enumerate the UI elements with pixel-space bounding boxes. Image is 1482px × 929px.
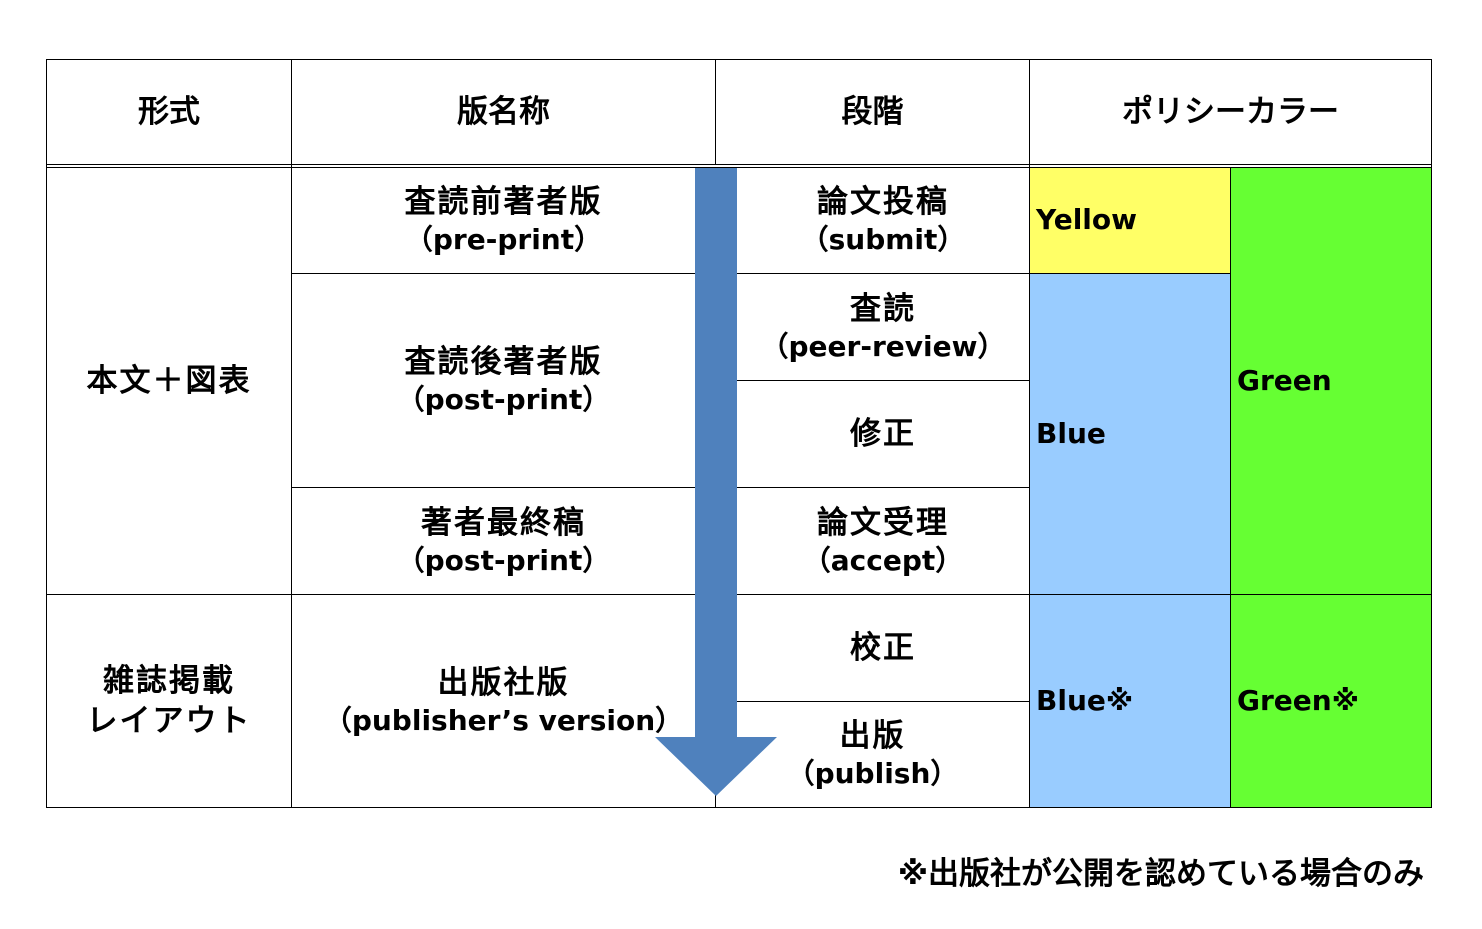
row-line-stage-4 <box>737 701 1030 702</box>
stage-revision-jp: 修正 <box>850 415 916 452</box>
col-line-3 <box>1029 59 1030 808</box>
row-line-yellow-blue <box>1030 273 1230 274</box>
row-line-stage-1 <box>737 273 1030 274</box>
header-divider-2 <box>46 167 1432 168</box>
stage-accept: 論文受理 （accept） <box>737 488 1029 594</box>
row-line-version-2 <box>291 487 695 488</box>
policy-blue-note-label: Blue※ <box>1036 683 1134 717</box>
stage-submit: 論文投稿 （submit） <box>737 168 1029 273</box>
format-journal-layout: 雑誌掲載 レイアウト <box>47 595 291 807</box>
green-note-cell <box>1230 595 1431 808</box>
format-journal-layout-label: 雑誌掲載 レイアウト <box>86 662 252 739</box>
blue-cell <box>1030 274 1230 595</box>
stage-submit-en: （submit） <box>800 223 966 257</box>
version-pre-print-en: （pre-print） <box>404 223 603 257</box>
format-text-figures: 本文＋図表 <box>86 362 252 399</box>
version-author-final-en: （post-print） <box>396 543 611 577</box>
policy-blue-label: Blue <box>1036 416 1106 450</box>
header-policy-color: ポリシーカラー <box>1122 93 1339 130</box>
header-format: 形式 <box>138 93 200 130</box>
header-version-name: 版名称 <box>457 93 550 130</box>
version-post-print-reviewed-jp: 査読後著者版 <box>404 344 603 381</box>
stage-publish-jp: 出版 <box>839 718 906 755</box>
stage-revision: 修正 <box>737 381 1029 487</box>
row-line-version-1 <box>291 273 695 274</box>
stage-submit-jp: 論文投稿 <box>817 184 949 221</box>
version-author-final: 著者最終稿 （post-print） <box>292 488 715 594</box>
blue-note-cell <box>1030 595 1230 808</box>
col-line-2b <box>715 790 716 808</box>
col-line-1 <box>291 59 292 808</box>
progress-arrow-shape <box>655 168 777 796</box>
stage-proofreading-jp: 校正 <box>850 629 916 666</box>
version-post-print-reviewed-en: （post-print） <box>396 383 611 417</box>
version-publisher: 出版社版 （publisher’s version） <box>292 595 715 807</box>
policy-yellow-label: Yellow <box>1036 203 1137 237</box>
stage-peer-review-jp: 査読 <box>850 290 916 327</box>
stage-accept-en: （accept） <box>802 543 964 577</box>
version-post-print-reviewed: 査読後著者版 （post-print） <box>292 274 715 487</box>
row-line-format <box>46 594 1431 595</box>
policy-green-note-label: Green※ <box>1237 683 1359 717</box>
row-line-stage-3 <box>737 487 1030 488</box>
green-cell <box>1230 167 1431 595</box>
version-publisher-en: （publisher’s version） <box>323 703 684 737</box>
version-publisher-jp: 出版社版 <box>437 664 570 701</box>
col-line-2 <box>715 59 716 165</box>
stage-peer-review-en: （peer-review） <box>760 329 1006 363</box>
header-divider-1 <box>46 164 1432 165</box>
stage-publish-en: （publish） <box>786 757 959 791</box>
col-line-4 <box>1230 167 1231 808</box>
footnote: ※出版社が公開を認めている場合のみ <box>897 856 1424 892</box>
policy-green-label: Green <box>1237 363 1332 397</box>
version-pre-print: 査読前著者版 （pre-print） <box>292 168 715 273</box>
stage-publish: 出版 （publish） <box>716 702 1029 807</box>
stage-proofreading: 校正 <box>737 595 1029 701</box>
stage-peer-review: 査読 （peer-review） <box>737 274 1029 380</box>
stage-accept-jp: 論文受理 <box>817 504 949 541</box>
border-right <box>1431 59 1432 808</box>
header-stage: 段階 <box>841 93 904 130</box>
version-pre-print-jp: 査読前著者版 <box>404 184 603 221</box>
border-bottom <box>46 807 1432 808</box>
yellow-cell <box>1030 167 1230 274</box>
version-author-final-jp: 著者最終稿 <box>421 504 586 541</box>
border-top <box>46 59 1432 60</box>
row-line-stage-2 <box>737 380 1030 381</box>
border-left <box>46 59 47 808</box>
